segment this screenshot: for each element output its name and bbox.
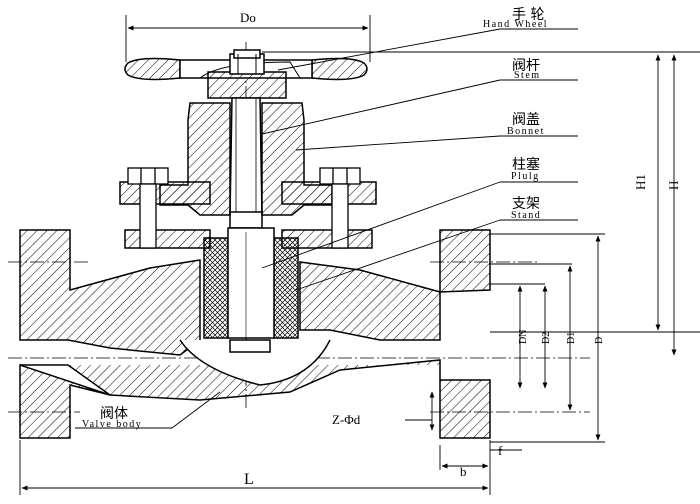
dim-z-phi-d: Z-Φd bbox=[332, 412, 361, 427]
dim-d1: D1 bbox=[566, 332, 577, 344]
plunger bbox=[203, 227, 299, 339]
label-bonnet-en: Bonnet bbox=[507, 126, 545, 137]
label-valve-body-en: Valve body bbox=[82, 419, 142, 430]
label-stand-cn: 支架 bbox=[512, 196, 540, 212]
stem bbox=[229, 97, 263, 229]
label-stand-en: Stand bbox=[511, 210, 541, 221]
dim-l: L bbox=[244, 471, 254, 488]
leader-lines bbox=[75, 28, 578, 429]
dim-dn: DN bbox=[518, 330, 529, 344]
dim-b: b bbox=[460, 464, 467, 479]
component-labels: 手 轮 Hand Wheel 阀杆 Stem 阀盖 Bonnet 柱塞 Plul… bbox=[82, 7, 548, 430]
label-hand-wheel-cn: 手 轮 bbox=[512, 7, 544, 23]
hand-wheel bbox=[124, 49, 368, 99]
valve-body bbox=[19, 229, 491, 439]
label-stem-cn: 阀杆 bbox=[512, 58, 540, 74]
label-valve-body-cn: 阀体 bbox=[100, 406, 128, 422]
dim-d: D bbox=[594, 337, 605, 344]
dim-f: f bbox=[498, 443, 503, 458]
bolts bbox=[127, 167, 361, 249]
dimension-lines bbox=[19, 15, 700, 495]
label-hand-wheel-en: Hand Wheel bbox=[483, 19, 548, 30]
label-plunger-en: Plulg bbox=[511, 171, 540, 182]
dim-h1: H1 bbox=[633, 174, 648, 190]
dim-h: H bbox=[666, 181, 681, 190]
dim-d2: D2 bbox=[541, 332, 552, 344]
dimension-labels: Do L H1 H DN D2 D1 D Z-Φd b f bbox=[240, 10, 681, 488]
dim-do: Do bbox=[240, 10, 256, 25]
label-plunger-cn: 柱塞 bbox=[512, 156, 540, 173]
label-bonnet-cn: 阀盖 bbox=[512, 112, 540, 128]
label-stem-en: Stem bbox=[514, 70, 541, 81]
